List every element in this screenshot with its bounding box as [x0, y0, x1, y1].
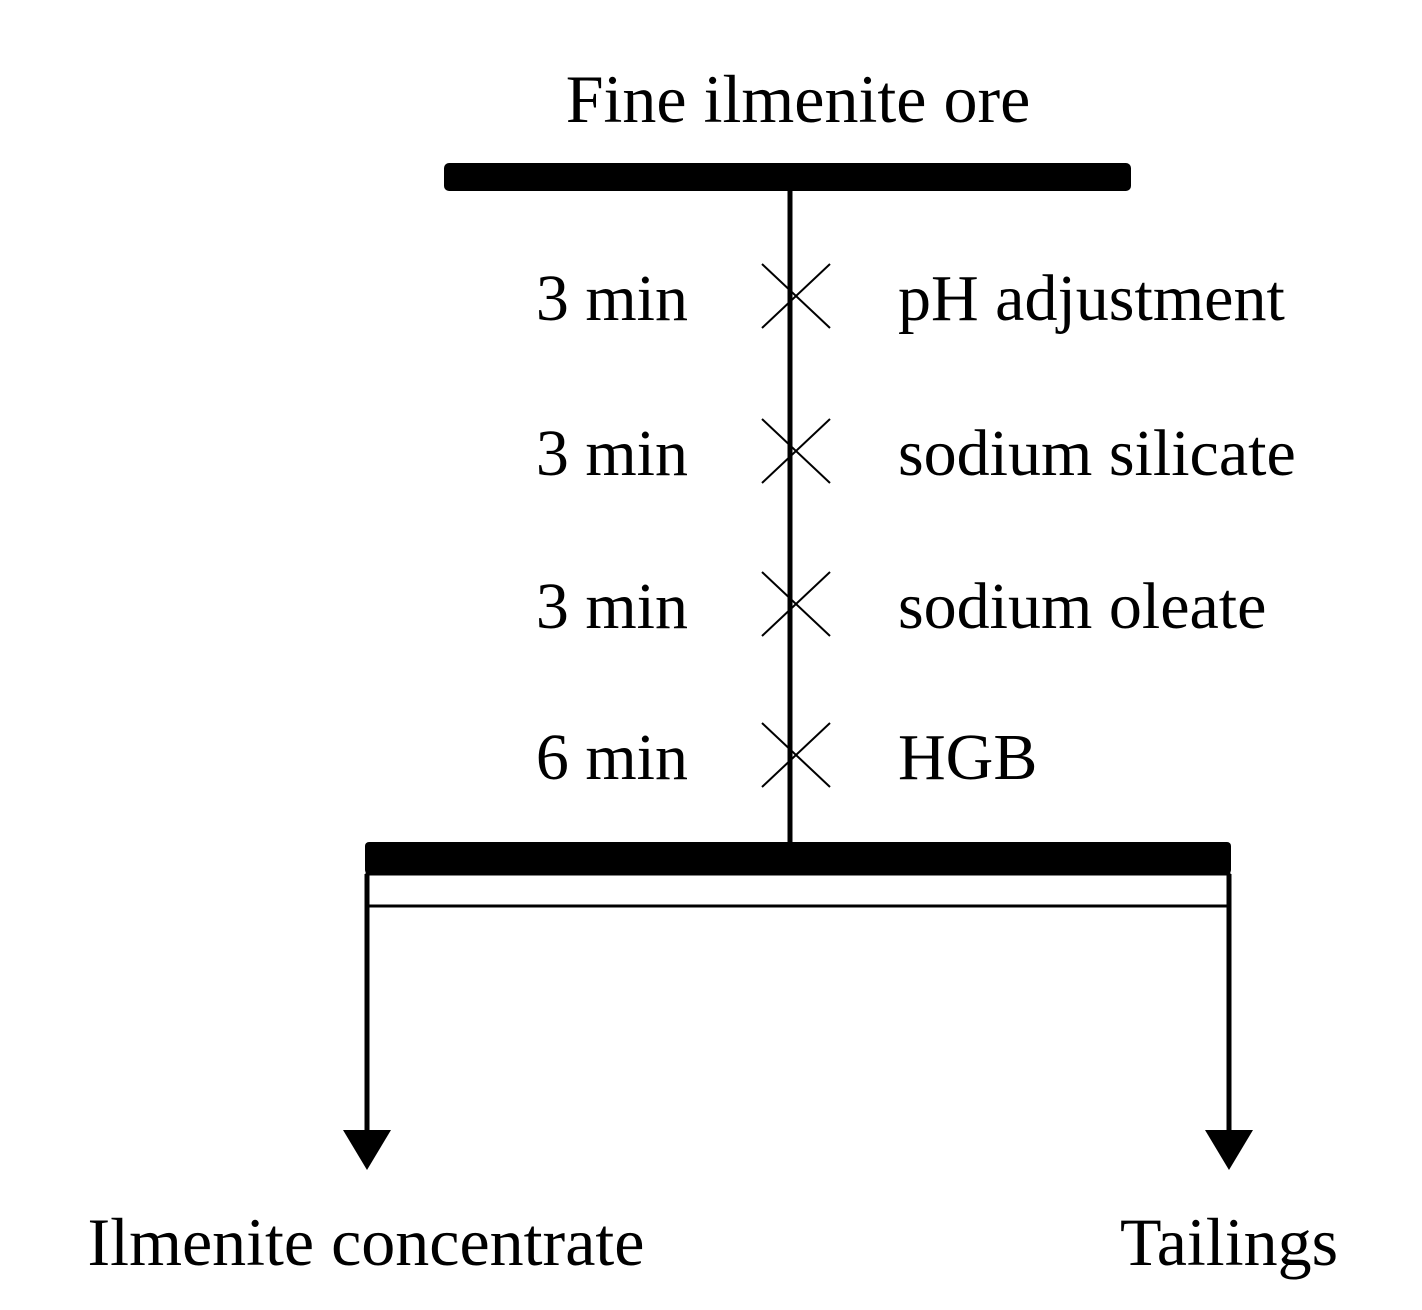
step-time: 3 min — [536, 262, 688, 335]
conditioning-step-2: 3 min sodium silicate — [536, 417, 1296, 490]
feed-bar — [444, 163, 1131, 191]
feed-label: Fine ilmenite ore — [566, 61, 1031, 137]
step-time: 3 min — [536, 417, 688, 490]
reagent-addition-icon — [761, 571, 831, 637]
concentrate-arrow — [343, 874, 391, 1170]
tailings-label: Tailings — [1120, 1204, 1338, 1280]
concentrate-label: Ilmenite concentrate — [88, 1204, 645, 1280]
flotation-cell — [365, 842, 1231, 908]
step-time: 6 min — [536, 721, 688, 794]
reagent-addition-icon — [761, 722, 831, 788]
step-reagent: sodium silicate — [898, 417, 1296, 490]
conditioning-step-4: 6 min HGB — [536, 721, 1038, 794]
step-reagent: HGB — [898, 721, 1037, 794]
reagent-addition-icon — [761, 418, 831, 484]
conditioning-step-1: 3 min pH adjustment — [536, 262, 1285, 335]
step-reagent: sodium oleate — [898, 570, 1266, 643]
step-time: 3 min — [536, 570, 688, 643]
tailings-arrow — [1205, 874, 1253, 1170]
conditioning-step-3: 3 min sodium oleate — [536, 570, 1267, 643]
reagent-addition-icon — [761, 263, 831, 329]
step-reagent: pH adjustment — [898, 262, 1285, 335]
